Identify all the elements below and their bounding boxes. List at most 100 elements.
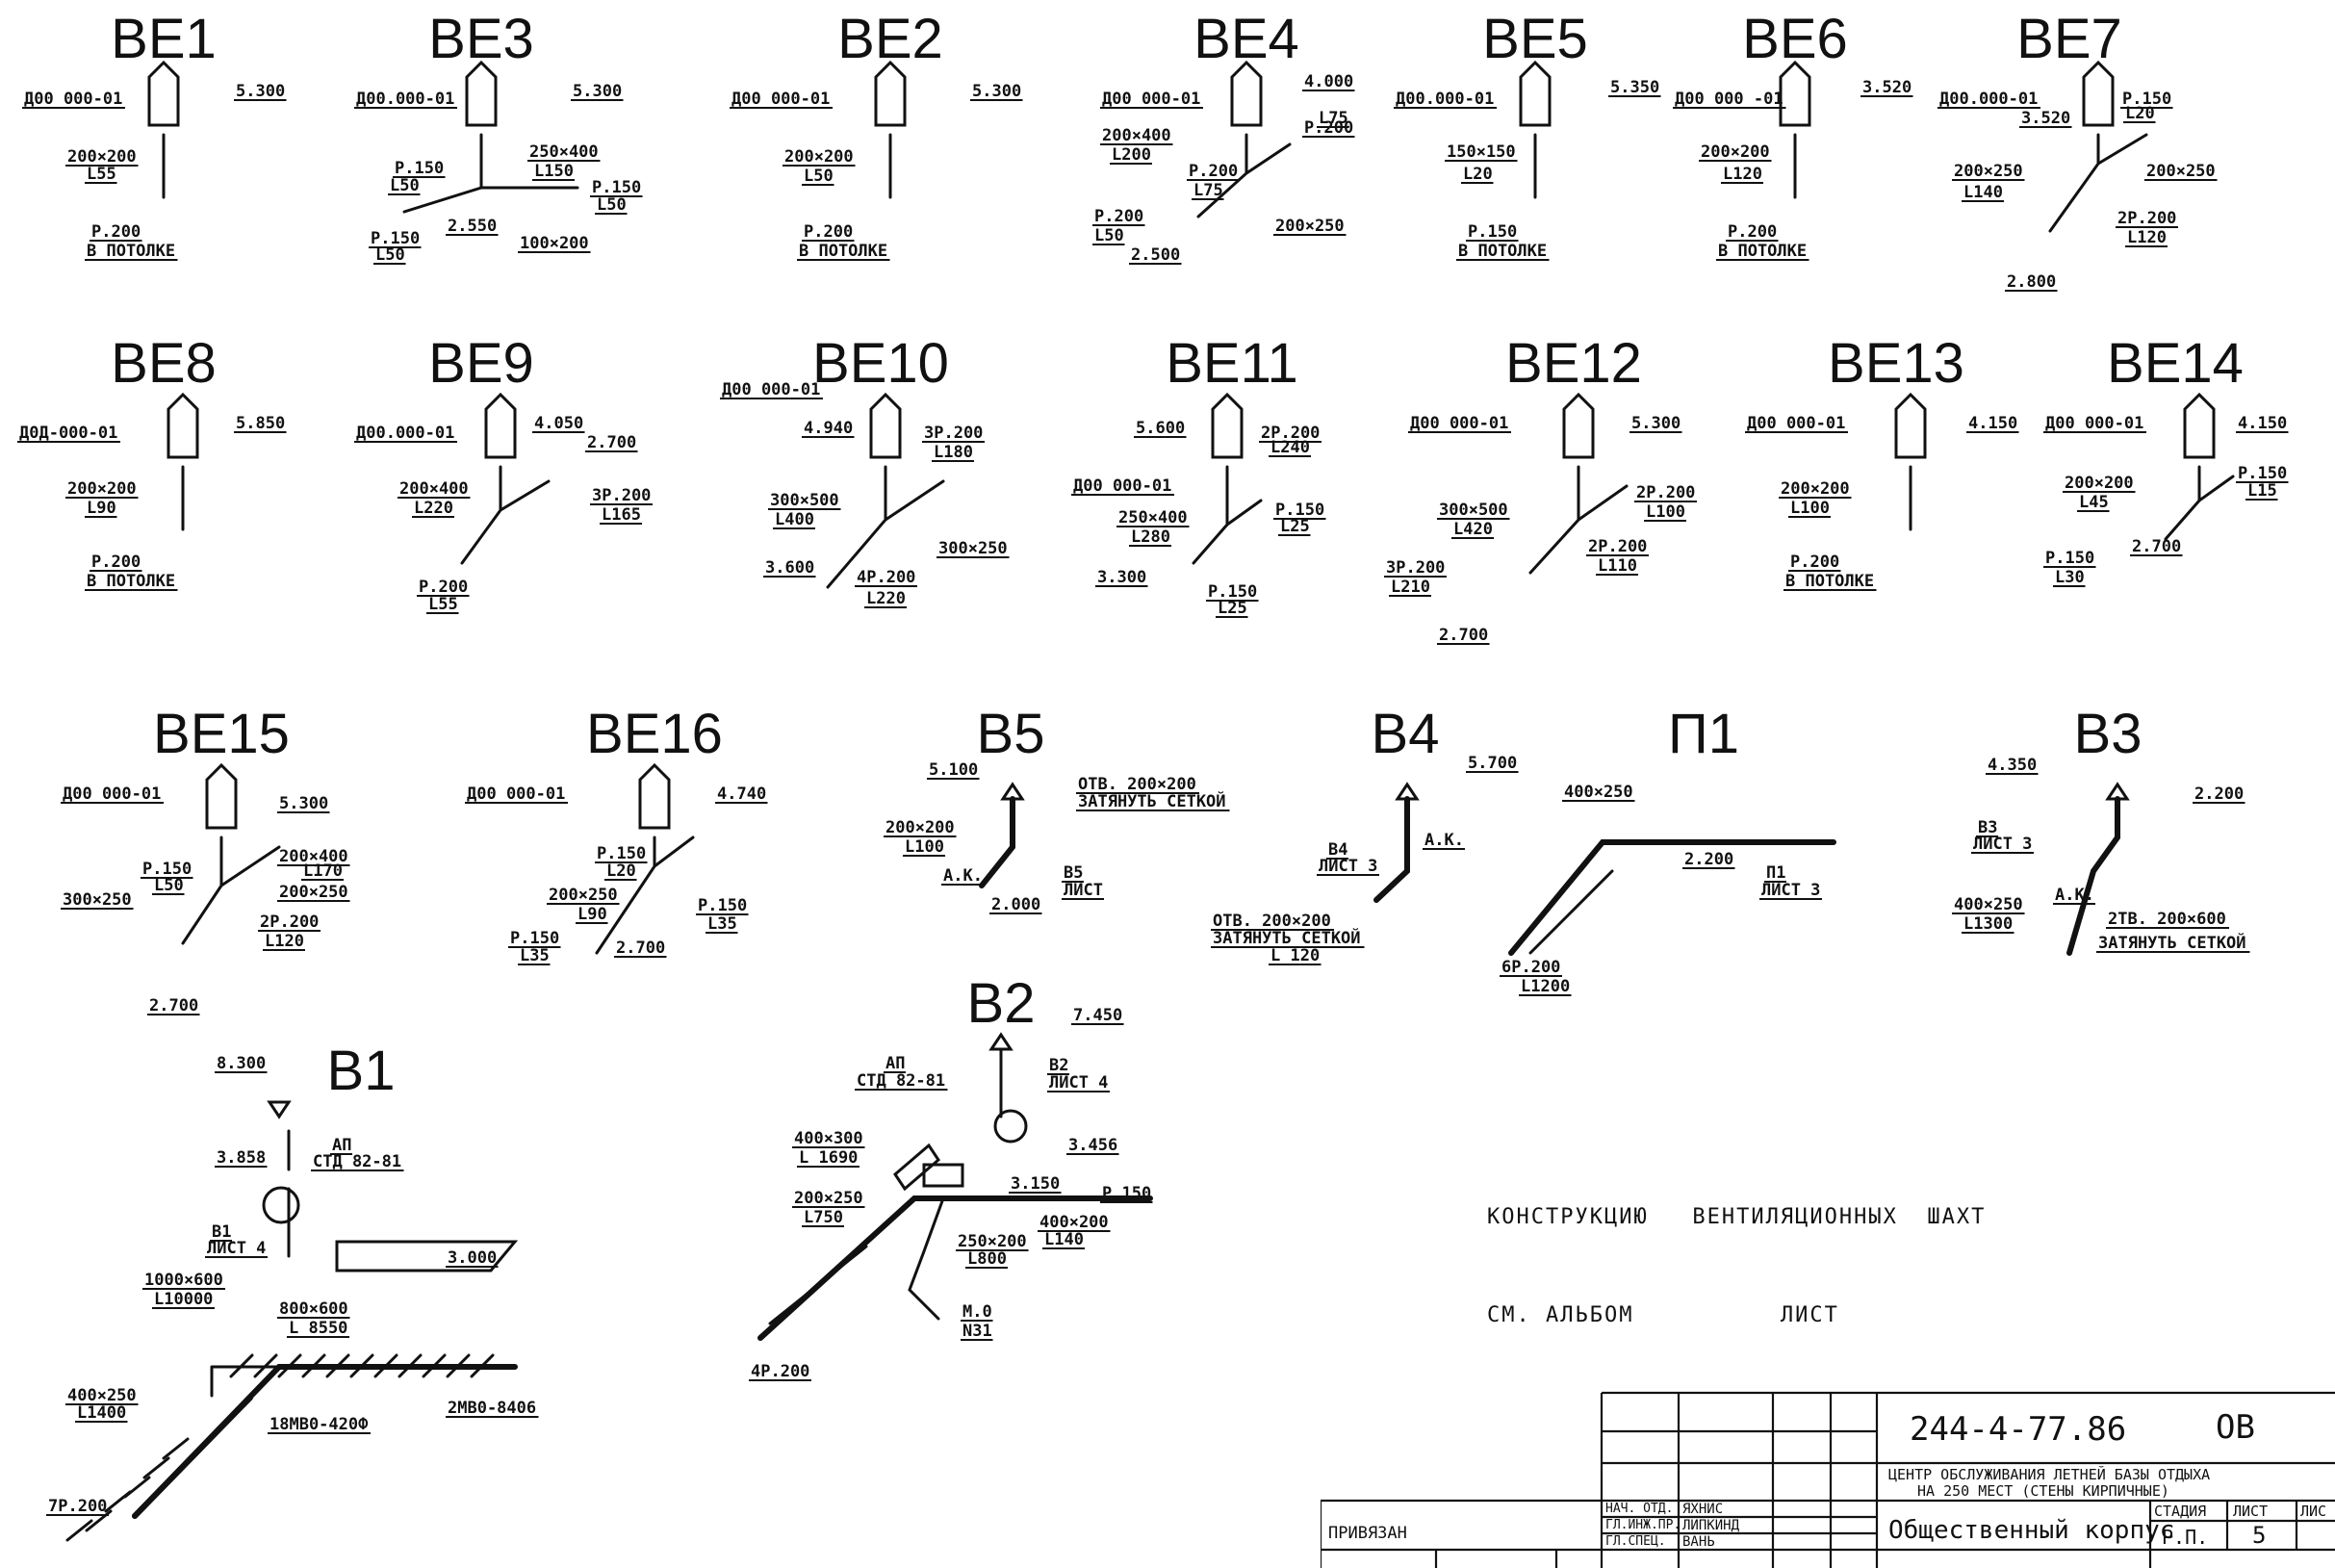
duct-label: В ПОТОЛКЕ: [87, 572, 175, 591]
duct-label: L220: [414, 499, 453, 518]
duct-label: 300×500: [1439, 501, 1508, 520]
system-title: В1: [327, 1040, 396, 1102]
duct-label: 2Р.200: [1261, 424, 1320, 443]
duct-label: 7.450: [1073, 1006, 1122, 1025]
drawing-code: 244-4-77.86: [1910, 1410, 2127, 1449]
duct-label: 150×150: [1447, 142, 1516, 162]
duct-label: Д00 000-01: [731, 90, 830, 109]
duct-label: 5.300: [972, 82, 1021, 101]
duct-label: L10000: [154, 1290, 213, 1309]
duct-label: Р.200: [419, 578, 468, 597]
role-3-title: ГЛ.СПЕЦ.: [1605, 1534, 1666, 1549]
duct-label: Р.200: [1094, 207, 1143, 226]
duct-label: 200×200: [2065, 474, 2134, 493]
duct-label: Р.200: [804, 222, 853, 242]
duct-label: L50: [597, 195, 627, 215]
duct-label: 200×200: [1701, 142, 1770, 162]
duct-label: 6Р.200: [1501, 958, 1560, 977]
duct-label: L20: [606, 861, 636, 881]
duct-label: Р.150: [698, 896, 747, 915]
title-block: 244-4-77.86 ОВ ЦЕНТР ОБСЛУЖИВАНИЯ ЛЕТНЕЙ…: [1321, 1391, 2335, 1568]
duct-label: L120: [1723, 165, 1762, 184]
duct-label: Д00.000-01: [1396, 90, 1494, 109]
duct-label: Р.150: [142, 860, 192, 879]
system-title: В3: [2074, 703, 2143, 765]
sheet-label: ЛИСТ: [2233, 1503, 2269, 1520]
duct-label: L140: [1963, 183, 2003, 202]
duct-label: ЛИСТ 3: [1319, 857, 1377, 876]
duct-label: 3.520: [1862, 78, 1912, 97]
duct-label: 2.200: [1684, 850, 1733, 869]
duct-label: Д00 000-01: [722, 380, 820, 399]
system-title: ВЕ16: [586, 703, 723, 765]
duct-label: L20: [2125, 104, 2155, 123]
duct-label: L35: [520, 946, 550, 965]
duct-label: 5.700: [1468, 754, 1517, 773]
duct-label: 200×250: [279, 883, 348, 902]
system-title: ВЕ6: [1742, 8, 1848, 70]
sheet-mark: ОВ: [2216, 1408, 2255, 1447]
duct-label: L100: [905, 837, 944, 857]
duct-label: 200×400: [1102, 126, 1171, 145]
duct-label: В ПОТОЛКЕ: [87, 242, 175, 261]
duct-label: 2.700: [587, 433, 636, 452]
duct-label: Р.150: [1468, 222, 1517, 242]
duct-label: L50: [804, 167, 834, 186]
duct-label: L220: [866, 589, 906, 608]
duct-label: ЛИСТ 4: [1049, 1073, 1108, 1092]
duct-label: ЛИСТ 3: [1761, 881, 1820, 900]
project-title-2: НА 250 МЕСТ (СТЕНЫ КИРПИЧНЫЕ): [1917, 1482, 2169, 1500]
duct-label: Р.150: [2122, 90, 2171, 109]
duct-label: L50: [375, 245, 405, 265]
duct-label: 200×200: [1781, 479, 1850, 499]
duct-label: L50: [1094, 226, 1124, 245]
duct-label: 8.300: [217, 1054, 266, 1073]
note-line-1: КОНСТРУКЦИЮ ВЕНТИЛЯЦИОННЫХ ШАХТ: [1487, 1205, 1987, 1229]
duct-label: L240: [1270, 438, 1310, 457]
duct-label: 200×200: [885, 818, 955, 837]
duct-label: 200×250: [549, 886, 618, 905]
system-title: ВЕ3: [428, 8, 534, 70]
duct-label: 400×250: [1954, 895, 2023, 914]
system-title: В5: [977, 703, 1045, 765]
ductwork-graphics: [65, 60, 2235, 1542]
duct-label: Р.150: [510, 929, 559, 948]
duct-label: L400: [775, 510, 814, 529]
duct-label: 400×300: [794, 1129, 863, 1148]
system-title: ВЕ1: [111, 8, 217, 70]
duct-label: 3Р.200: [924, 424, 983, 443]
duct-label: L75: [1193, 181, 1223, 200]
duct-label: 3.456: [1068, 1136, 1117, 1155]
duct-label: 3.520: [2021, 109, 2070, 128]
duct-label: 3.300: [1097, 568, 1146, 587]
duct-label: 250×400: [529, 142, 599, 162]
system-be7: ВЕ7Д00.000-013.520Р.150L20200×250L140200…: [1937, 8, 2218, 292]
system-title: ВЕ7: [2016, 8, 2122, 70]
system-title: ВЕ4: [1193, 8, 1299, 70]
duct-label: L120: [265, 932, 304, 951]
duct-label: Д00 000 -01: [1675, 90, 1783, 109]
duct-label: В3: [1978, 818, 1997, 837]
duct-label: Д00 000-01: [1410, 414, 1508, 433]
system-title: ВЕ13: [1828, 332, 1964, 395]
duct-label: 4Р.200: [751, 1362, 809, 1381]
duct-label: L50: [390, 176, 420, 195]
duct-label: ЗАТЯНУТЬ СЕТКОЙ: [2098, 932, 2246, 953]
duct-label: В ПОТОЛКЕ: [799, 242, 887, 261]
duct-label: 800×600: [279, 1299, 348, 1319]
role-2: ГЛ.ИНЖ.ПР.: [1605, 1518, 1681, 1532]
duct-label: 400×200: [1039, 1213, 1109, 1232]
duct-label: Д00 000-01: [1073, 476, 1171, 496]
duct-label: 200×250: [1954, 162, 2023, 181]
duct-label: АП: [332, 1136, 351, 1155]
